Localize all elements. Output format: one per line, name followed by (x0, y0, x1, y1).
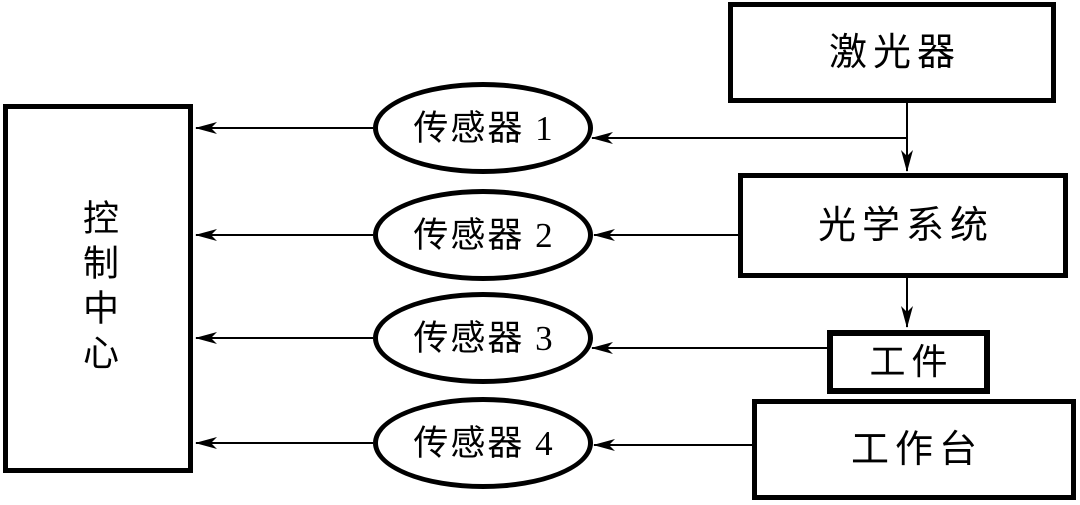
worktable-label: 工作台 (850, 428, 983, 471)
laser-label: 激光器 (828, 31, 961, 74)
sensor-1-label: 传感器 1 (413, 108, 555, 148)
node-sensor-3: 传感器 3 (373, 292, 593, 384)
node-sensor-4: 传感器 4 (373, 397, 593, 489)
node-optical-system: 光学系统 (738, 173, 1068, 278)
sensor-4-label: 传感器 4 (413, 423, 555, 463)
node-sensor-2: 传感器 2 (373, 189, 593, 281)
node-worktable: 工作台 (752, 399, 1076, 500)
node-workpiece: 工件 (827, 330, 990, 394)
node-sensor-1: 传感器 1 (373, 82, 593, 174)
optical-system-label: 光学系统 (817, 204, 994, 247)
control-center-label: 控制中心 (78, 198, 118, 379)
node-control-center: 控制中心 (3, 104, 193, 473)
sensor-2-label: 传感器 2 (413, 215, 555, 255)
node-laser: 激光器 (728, 2, 1056, 103)
workpiece-label: 工件 (869, 342, 954, 382)
sensor-3-label: 传感器 3 (413, 318, 555, 358)
